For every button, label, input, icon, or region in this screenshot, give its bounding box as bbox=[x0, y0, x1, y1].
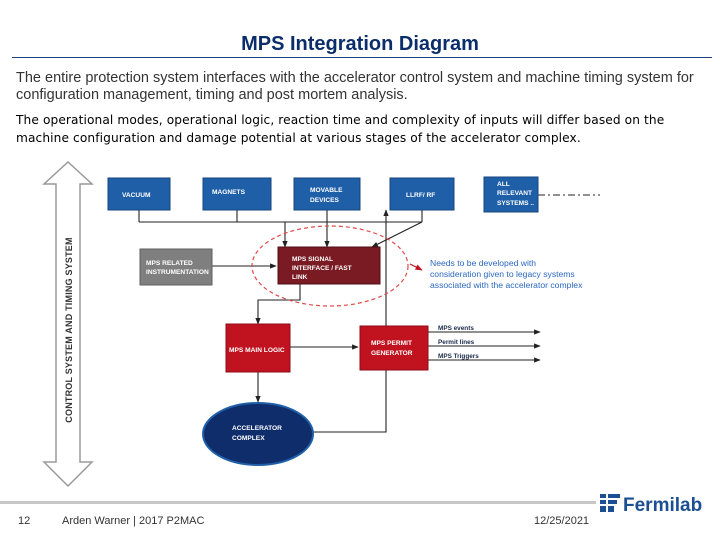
detail-paragraph: The operational modes, operational logic… bbox=[16, 113, 665, 145]
mps-events-label: MPS events bbox=[438, 325, 474, 332]
signal-label-1: MPS SIGNAL bbox=[292, 256, 333, 263]
movable-devices-box: MOVABLE DEVICES bbox=[293, 177, 361, 211]
instrumentation-label-2: INSTRUMENTATION bbox=[146, 269, 209, 276]
main-logic-label: MPS MAIN LOGIC bbox=[229, 347, 285, 354]
page-number: 12 bbox=[18, 515, 31, 527]
all-relevant-label-3: SYSTEMS .. bbox=[497, 200, 534, 207]
title-divider bbox=[12, 57, 712, 58]
legacy-note: Needs to be developed with consideration… bbox=[430, 258, 583, 290]
signal-label-2: INTERFACE / FAST bbox=[292, 265, 352, 272]
note-line-2: consideration given to legacy systems bbox=[430, 269, 575, 279]
footer-author: Arden Warner | 2017 P2MAC bbox=[62, 515, 205, 527]
vacuum-label: VACUUM bbox=[122, 192, 151, 199]
accelerator-complex-ellipse: ACCELERATOR COMPLEX bbox=[202, 402, 314, 466]
accelerator-label-2: COMPLEX bbox=[232, 435, 265, 442]
permit-label-2: GENERATOR bbox=[371, 350, 413, 357]
all-relevant-label-2: RELEVANT bbox=[497, 190, 532, 197]
mps-triggers-label: MPS Triggers bbox=[438, 353, 479, 360]
llrf-to-signal-arrow bbox=[371, 221, 423, 248]
note-pointer-arrow bbox=[409, 263, 423, 271]
llrf-rf-box: LLRF/ RF bbox=[389, 177, 455, 211]
permit-generator-box: MPS PERMIT GENERATOR bbox=[359, 325, 429, 371]
intro-paragraph: The entire protection system interfaces … bbox=[16, 70, 694, 103]
signal-label-3: LINK bbox=[292, 274, 308, 281]
all-relevant-systems-box: ALL RELEVANT SYSTEMS .. bbox=[483, 176, 539, 213]
mps-integration-diagram: CONTROL SYSTEM AND TIMING SYSTEM VAC bbox=[42, 160, 600, 488]
accelerator-label-1: ACCELERATOR bbox=[232, 425, 282, 432]
footer-date: 12/25/2021 bbox=[534, 515, 590, 527]
llrf-label: LLRF/ RF bbox=[406, 192, 435, 199]
note-line-3: associated with the accelerator complex bbox=[430, 280, 583, 290]
instrumentation-box: MPS RELATED INSTRUMENTATION bbox=[139, 248, 213, 286]
signal-to-logic-arrow bbox=[255, 284, 301, 325]
fermilab-logo-icon bbox=[600, 494, 620, 512]
highlight-ellipse bbox=[251, 225, 409, 307]
permit-label-1: MPS PERMIT bbox=[371, 340, 412, 347]
signal-interface-box: MPS SIGNAL INTERFACE / FAST LINK bbox=[277, 246, 381, 285]
movable-label-2: DEVICES bbox=[310, 197, 340, 204]
permit-lines-label: Permit lines bbox=[438, 339, 475, 346]
magnets-box: MAGNETS bbox=[202, 177, 272, 211]
magnets-label: MAGNETS bbox=[212, 189, 246, 196]
fermilab-logo-text: Fermilab bbox=[623, 495, 702, 516]
control-system-label: CONTROL SYSTEM AND TIMING SYSTEM bbox=[64, 237, 74, 422]
footer-divider bbox=[0, 501, 596, 504]
movable-label-1: MOVABLE bbox=[310, 187, 343, 194]
all-relevant-label-1: ALL bbox=[497, 181, 510, 188]
control-timing-system-arrow: CONTROL SYSTEM AND TIMING SYSTEM bbox=[42, 160, 94, 488]
fermilab-logo: Fermilab bbox=[600, 494, 702, 516]
note-line-1: Needs to be developed with bbox=[430, 258, 536, 268]
instrumentation-label-1: MPS RELATED bbox=[146, 260, 193, 267]
vacuum-box: VACUUM bbox=[107, 177, 171, 211]
accelerator-feedback-arrow bbox=[312, 209, 389, 433]
slide-title: MPS Integration Diagram bbox=[241, 33, 479, 55]
main-logic-box: MPS MAIN LOGIC bbox=[225, 323, 291, 373]
